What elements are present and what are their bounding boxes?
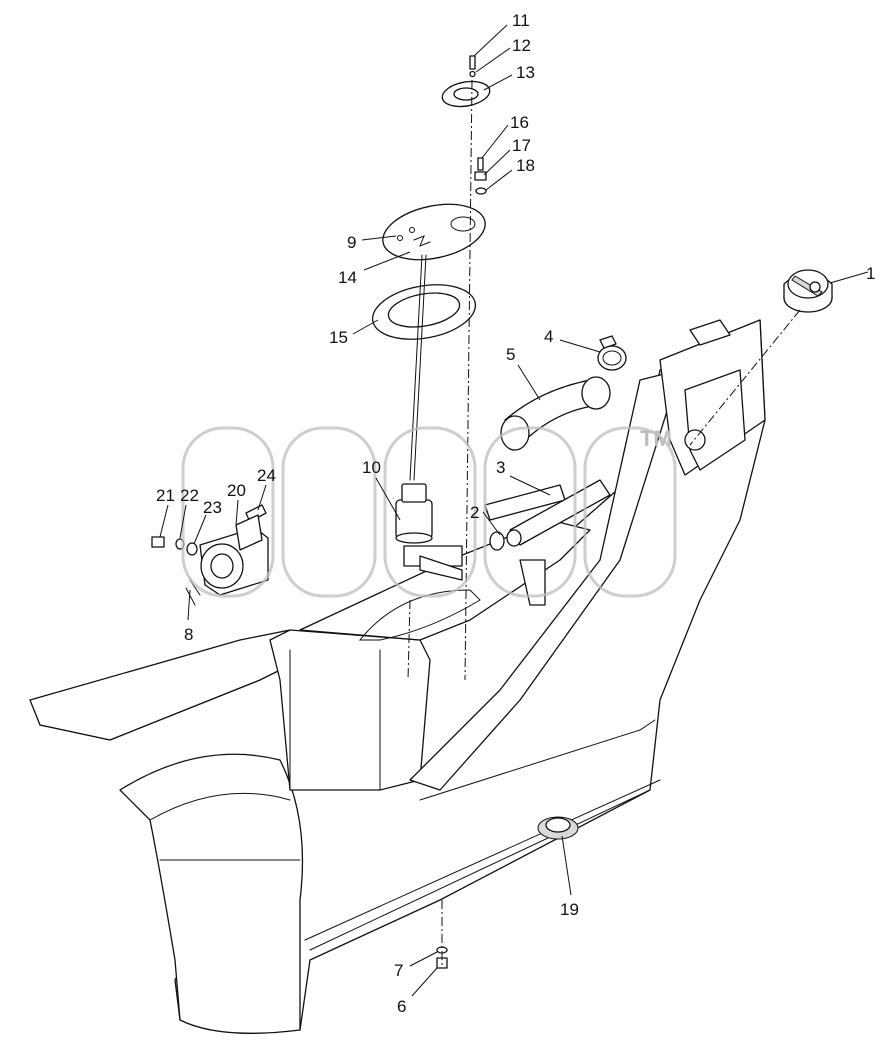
sensor-assembly: [371, 203, 486, 581]
callout-12: 12: [512, 36, 531, 55]
callout-9: 9: [347, 233, 356, 252]
callout-11: 11: [512, 11, 530, 30]
callout-7: 7: [394, 961, 403, 980]
callout-15: 15: [329, 328, 348, 347]
leader-lines: [159, 24, 869, 997]
callout-13: 13: [516, 63, 535, 82]
fuel-tank: [29, 319, 766, 1034]
callout-5: 5: [506, 345, 515, 364]
callout-17: 17: [512, 136, 531, 155]
callout-4: 4: [544, 327, 553, 346]
callout-10: 10: [362, 458, 381, 477]
callout-8: 8: [184, 625, 193, 644]
callout-1: 1: [866, 264, 875, 283]
callout-18: 18: [516, 156, 535, 175]
callout-2: 2: [470, 503, 479, 522]
callout-19: 19: [560, 900, 579, 919]
callout-22: 22: [180, 486, 199, 505]
callout-3: 3: [496, 458, 505, 477]
callout-21: 21: [156, 486, 175, 505]
drain-plug: [436, 900, 448, 969]
watermark-tm: TM: [640, 426, 672, 451]
callout-20: 20: [227, 481, 246, 500]
fill-cap: [689, 269, 833, 446]
watermark: TM: [181, 426, 677, 598]
filter-bracket: [151, 504, 269, 606]
callout-14: 14: [338, 268, 357, 287]
callout-23: 23: [203, 498, 222, 517]
callout-6: 6: [397, 997, 406, 1016]
callout-16: 16: [510, 113, 529, 132]
callouts: 1 2 3 4 5 6 7 8 9 10 11 12 13 14 15 16 1…: [156, 11, 875, 1016]
callout-24: 24: [257, 466, 276, 485]
